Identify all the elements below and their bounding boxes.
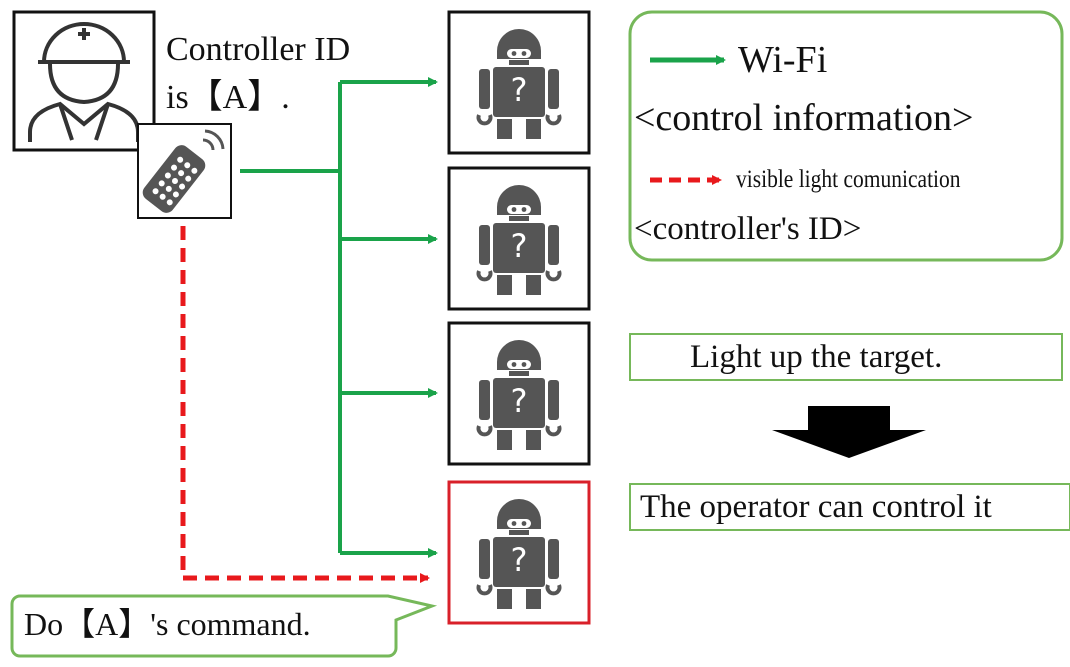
controller-id-line2: is【A】. (166, 79, 290, 116)
robot-question-label: ? (511, 71, 528, 109)
robot-card: ? (447, 10, 591, 155)
robot-card: ? (447, 166, 591, 311)
legend-vlc-sub: <controller's ID> (634, 211, 862, 247)
legend-vlc-label: visible light comunication (736, 166, 961, 193)
operator-helmet-icon (28, 22, 140, 142)
robot-card: ? (447, 480, 591, 625)
robot-question-label: ? (511, 382, 528, 420)
speech-bubble (10, 594, 438, 658)
speech-bubble-text: Do【A】's command. (24, 606, 311, 642)
robot-list: ???? (447, 10, 591, 625)
vlc-connection (180, 226, 430, 583)
legend-wifi-label: Wi-Fi (738, 39, 828, 81)
down-arrow-icon (772, 406, 926, 458)
robot-question-label: ? (511, 227, 528, 265)
step1-box (629, 333, 1063, 381)
wifi-connections (240, 77, 438, 558)
legend-box (628, 10, 1064, 262)
step1-text: Light up the target. (690, 339, 943, 375)
legend-wifi-sub: <control information> (634, 97, 974, 139)
controller-id-line1: Controller ID (166, 31, 351, 68)
remote-controller-icon (142, 129, 225, 213)
robot-card: ? (447, 321, 591, 466)
step2-box (629, 483, 1070, 531)
step2-text: The operator can control it (640, 489, 992, 525)
robot-question-label: ? (511, 541, 528, 579)
